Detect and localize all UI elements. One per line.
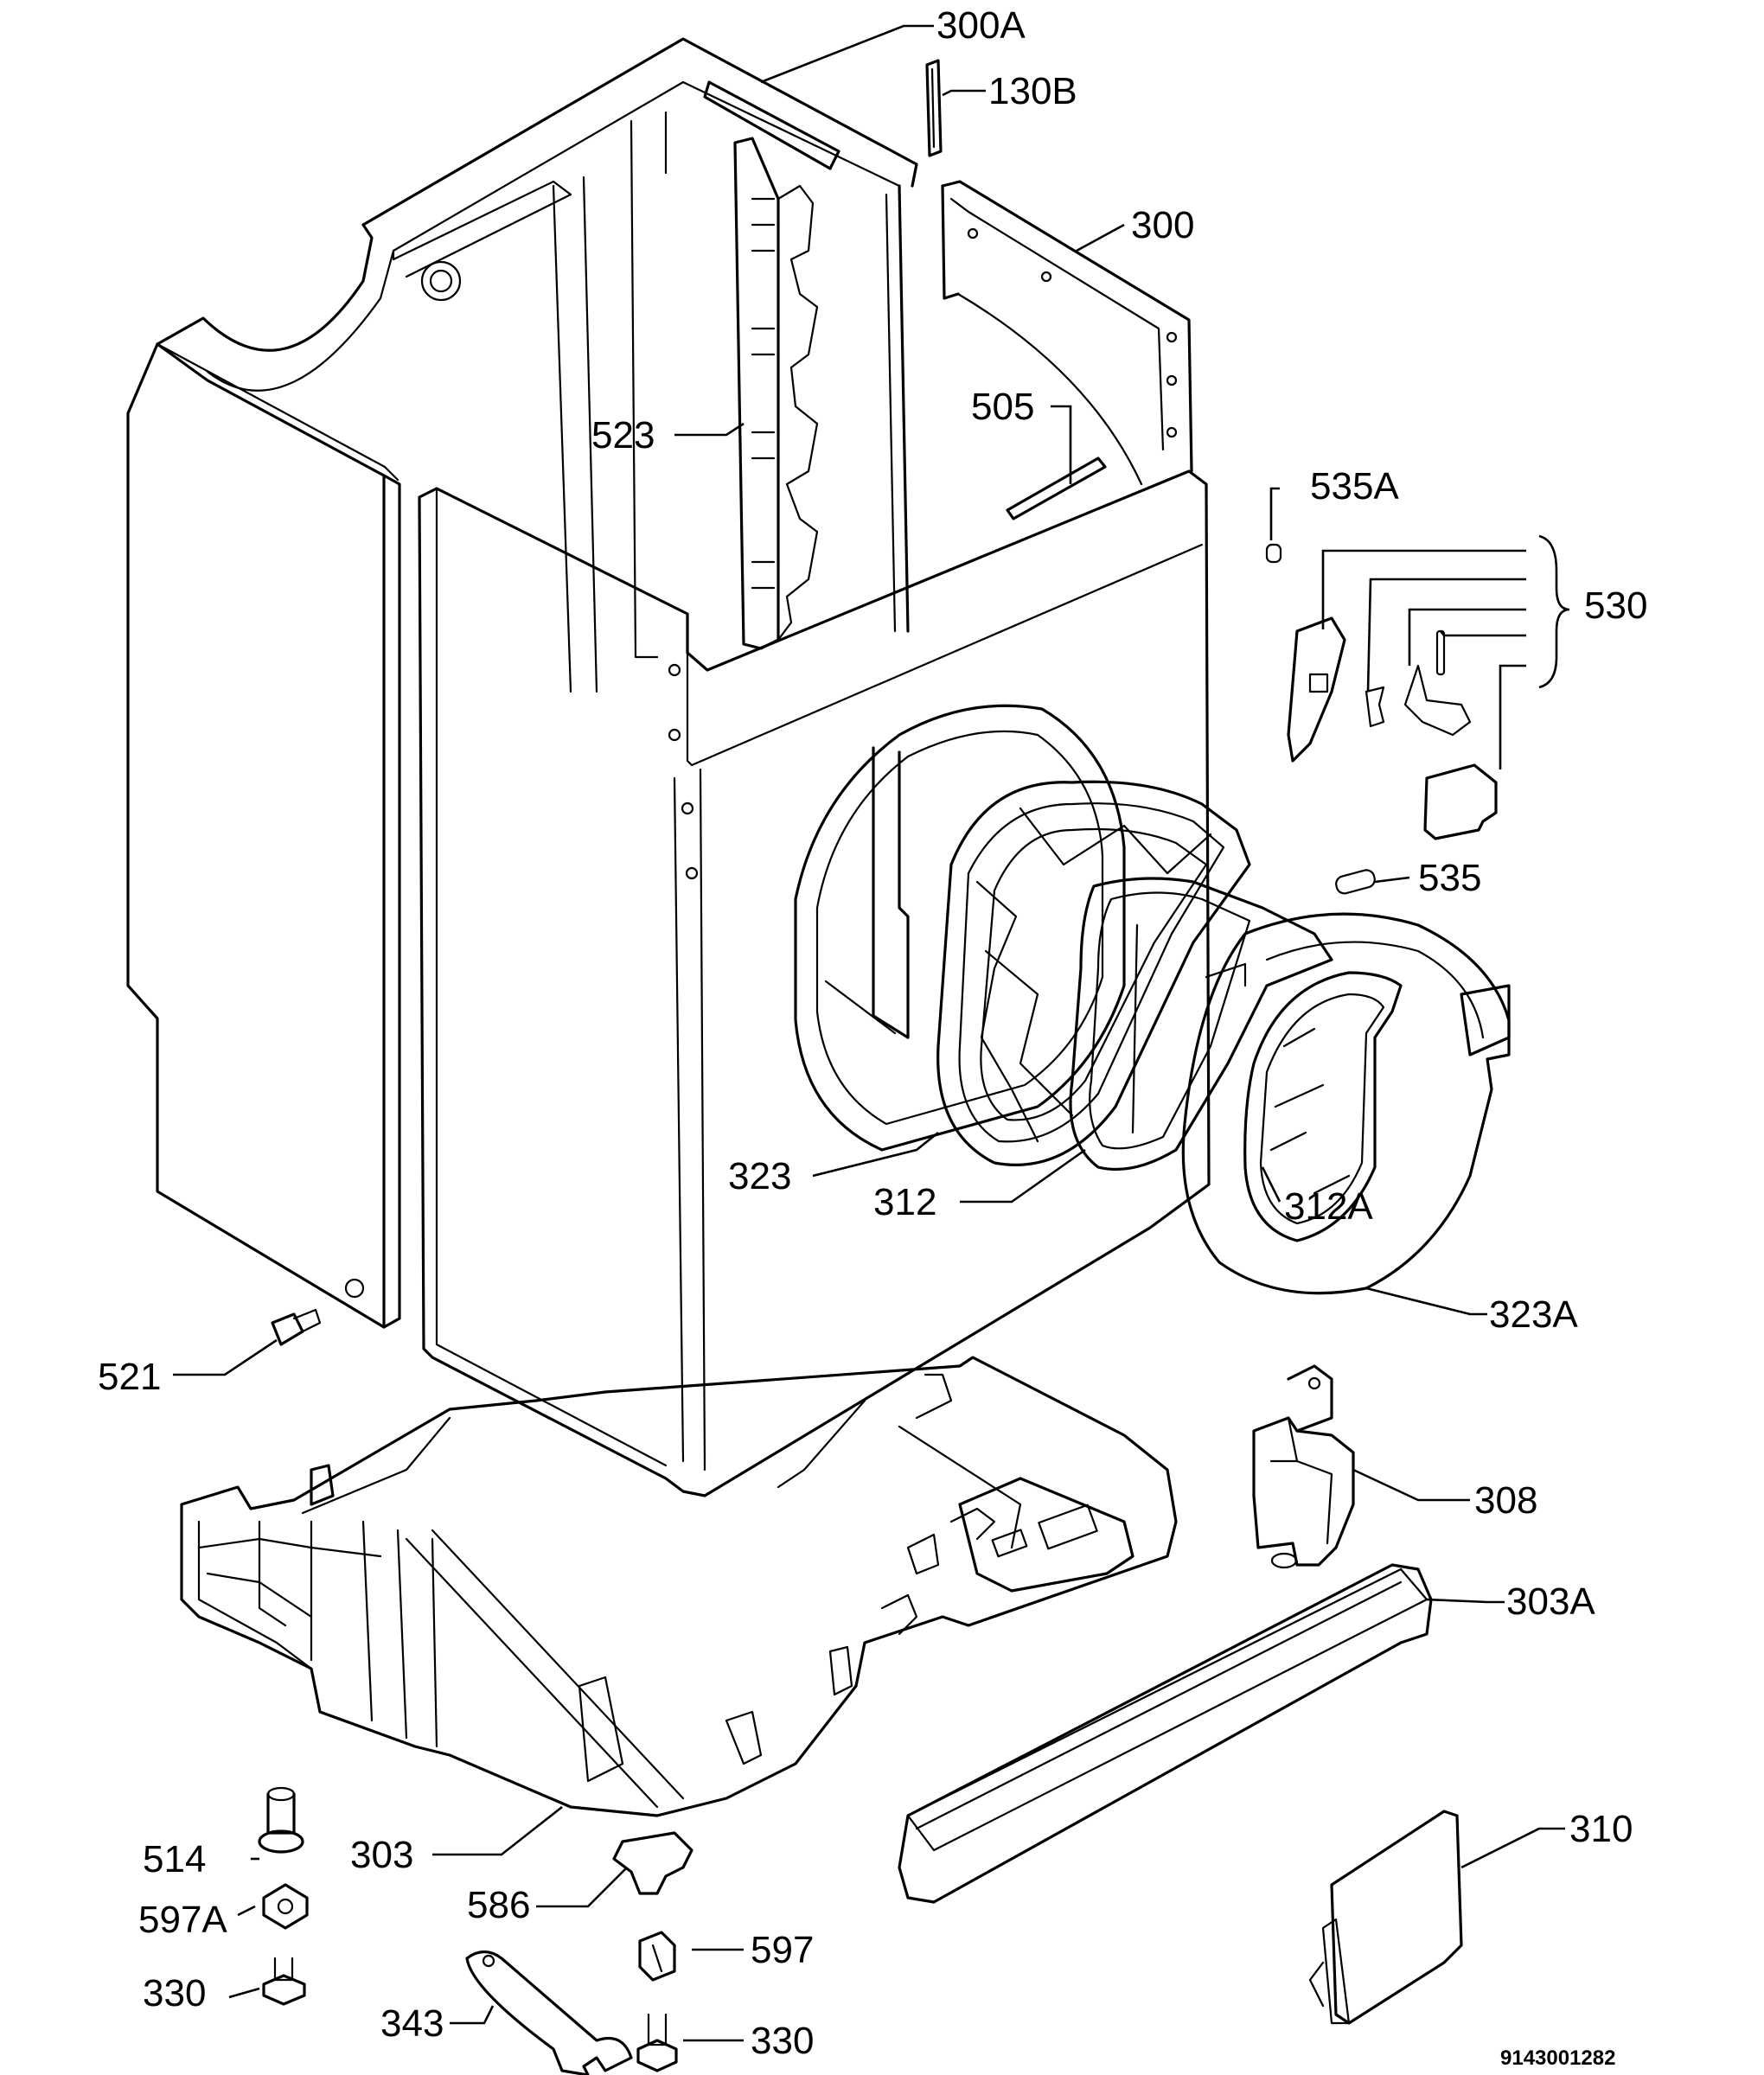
- label-530: 530: [1584, 584, 1647, 627]
- leader-lines: [173, 24, 1570, 2042]
- nut-597a: [262, 1883, 309, 1930]
- screw-330-left: [262, 1957, 306, 2006]
- door-ring-312a-323a: [1181, 912, 1511, 1295]
- cabinet-left-panel: [126, 342, 401, 1329]
- label-323a: 323A: [1489, 1293, 1578, 1336]
- cabinet-right-frame-300: [941, 180, 1193, 520]
- label-312: 312: [873, 1181, 936, 1223]
- label-310: 310: [1569, 1808, 1633, 1850]
- label-323: 323: [728, 1155, 791, 1197]
- label-586: 586: [467, 1884, 530, 1926]
- nut-597: [638, 1931, 676, 1982]
- label-303a: 303A: [1506, 1580, 1595, 1623]
- lock-cover: [1287, 616, 1346, 763]
- label-597a: 597A: [138, 1899, 227, 1941]
- label-130b: 130B: [988, 70, 1077, 112]
- label-300a: 300A: [936, 4, 1026, 47]
- label-597: 597: [751, 1929, 814, 1971]
- spanner-343: [465, 1950, 633, 2075]
- label-505: 505: [971, 386, 1034, 428]
- screw-521: [271, 1308, 322, 1346]
- label-521: 521: [98, 1356, 161, 1398]
- pin-535: [1335, 869, 1376, 895]
- label-343: 343: [380, 2002, 444, 2045]
- drawing-code: 9143001282: [1500, 2046, 1615, 2070]
- label-308: 308: [1474, 1479, 1537, 1522]
- cabinet-rear-frame-300a: [156, 37, 918, 693]
- label-514: 514: [143, 1838, 206, 1880]
- label-330-left: 330: [143, 1972, 206, 2014]
- inner-glass-312: [1069, 877, 1333, 1171]
- part-labels: 300A 130B 300 505 523 535A 530 535 323 3…: [98, 4, 1647, 2070]
- door-lock-parts-530: [1265, 543, 1498, 895]
- screw-514: [258, 1786, 304, 1854]
- label-535: 535: [1418, 857, 1481, 899]
- cabinet-front-panel: [418, 469, 1211, 1497]
- rear-bracket-523: [733, 137, 819, 650]
- filter-panel-303a: [898, 1563, 1433, 1904]
- label-523: 523: [591, 414, 655, 456]
- label-300: 300: [1131, 204, 1194, 246]
- label-535a: 535A: [1310, 465, 1399, 508]
- base-frame-303: [180, 1356, 1178, 1895]
- service-flap-310: [1308, 1810, 1463, 2025]
- screw-535a: [1265, 543, 1282, 564]
- label-312a: 312A: [1284, 1185, 1373, 1228]
- door-frame-323: [936, 780, 1251, 1166]
- label-330-right: 330: [751, 2020, 814, 2062]
- hinge-308: [1252, 1364, 1355, 1569]
- label-303: 303: [350, 1834, 413, 1876]
- rod-130b: [925, 59, 943, 157]
- foot-586: [612, 1831, 693, 1895]
- screw-330-right: [636, 2013, 678, 2072]
